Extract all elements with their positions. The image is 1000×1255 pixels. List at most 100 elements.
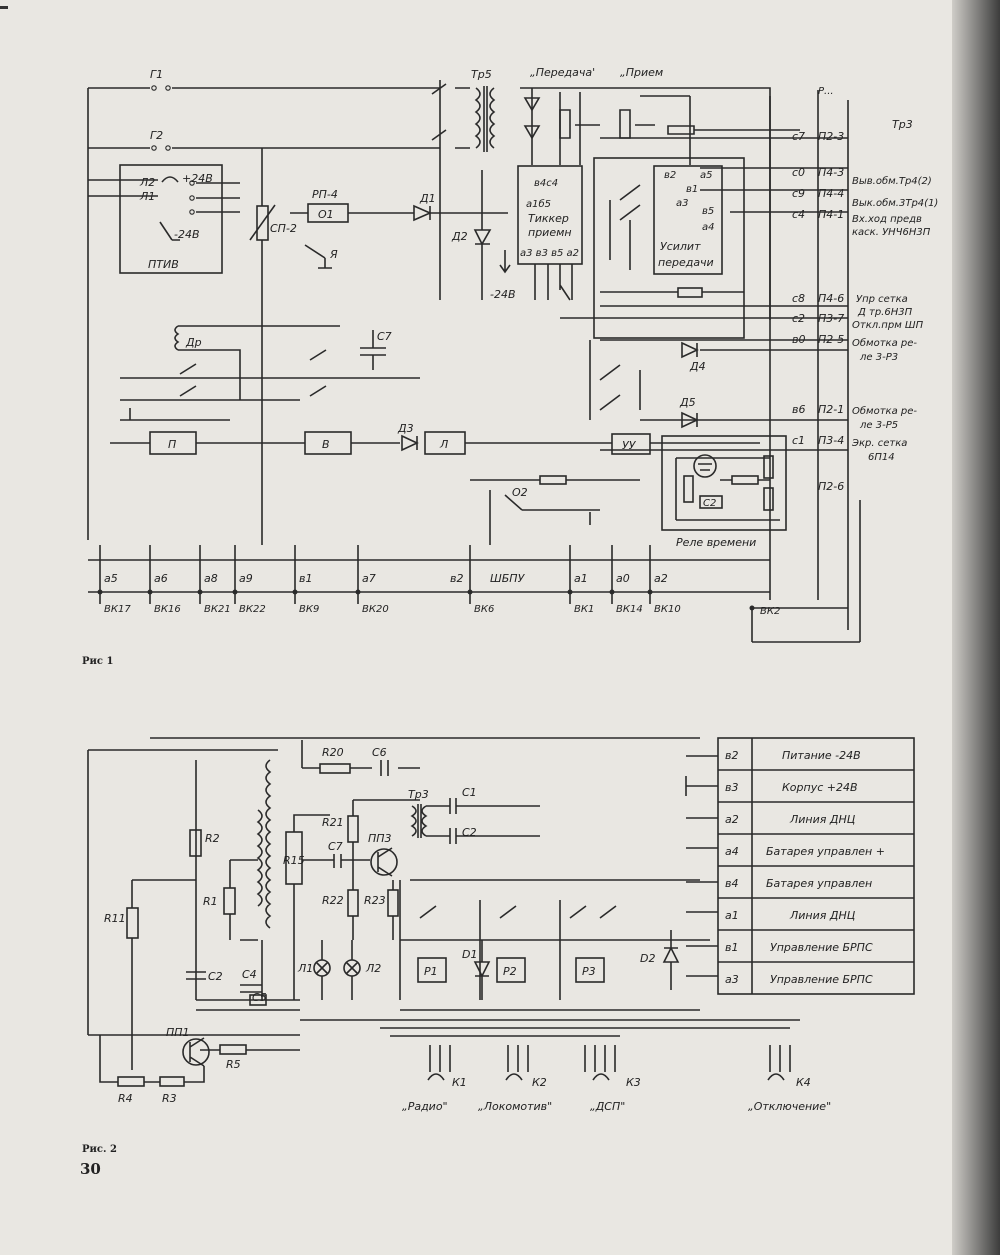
right-term-row: с0 П4-3 Выв.обм.Тр4(2): [792, 166, 932, 187]
svg-text:с0: с0: [792, 166, 805, 179]
svg-text:R1: R1: [203, 895, 218, 908]
svg-text:в2: в2: [450, 572, 463, 585]
svg-text:в1: в1: [299, 572, 312, 585]
svg-text:Тиккер: Тиккер: [528, 212, 569, 225]
svg-text:С4: С4: [242, 968, 257, 981]
svg-text:в5: в5: [702, 206, 714, 217]
svg-text:в2: в2: [725, 749, 738, 762]
svg-text:а1: а1: [725, 909, 739, 922]
svg-text:Л2: Л2: [139, 176, 155, 189]
svg-text:К4: К4: [796, 1076, 811, 1089]
svg-text:ВК16: ВК16: [154, 604, 181, 615]
svg-text:П3-4: П3-4: [818, 434, 844, 447]
fig2-caption: Рис. 2: [82, 1144, 117, 1155]
svg-text:а3: а3: [725, 973, 739, 986]
svg-text:К3: К3: [626, 1076, 641, 1089]
right-term-row: Р...: [818, 86, 834, 97]
svg-text:а1б5: а1б5: [526, 198, 551, 210]
svg-text:а5: а5: [700, 170, 713, 181]
svg-text:Л1: Л1: [297, 962, 313, 975]
svg-text:Д4: Д4: [689, 360, 706, 373]
svg-text:в3: в3: [725, 781, 738, 794]
page-number: 30: [80, 1160, 101, 1178]
svg-text:ПП1: ПП1: [166, 1026, 190, 1039]
svg-text:К1: К1: [452, 1076, 467, 1089]
svg-text:С7: С7: [377, 330, 392, 343]
table-row: в2 Питание -24В: [725, 749, 861, 762]
svg-text:Тр5: Тр5: [471, 68, 492, 81]
svg-text:Д5: Д5: [679, 396, 696, 409]
svg-text:в2: в2: [664, 170, 676, 181]
svg-text:а3 в3 в5 а2: а3 в3 в5 а2: [520, 248, 579, 259]
mode-rx-label: „Прием: [620, 66, 663, 79]
svg-text:Управление БРПС: Управление БРПС: [770, 973, 873, 986]
ticker-receiver-block: в4с4 а1б5 Тиккер приемн а3 в3 в5 а2: [517, 165, 583, 301]
svg-text:R20: R20: [322, 746, 344, 759]
key-k4: К4 „Отключение": [748, 1045, 831, 1113]
svg-text:ВК10: ВК10: [654, 604, 681, 615]
mode-tx-label: „Передача': [530, 66, 595, 79]
svg-text:а4: а4: [725, 845, 739, 858]
svg-text:приемн: приемн: [528, 226, 572, 239]
svg-text:Д3: Д3: [397, 422, 414, 435]
right-term-row: ле 3-Р5: [859, 420, 898, 431]
bus-pin-labels: а5 а6 а8 а9 в1 а7 в2 а1 а0 а2 ШБПУ: [104, 572, 668, 585]
svg-text:ВК21: ВК21: [204, 604, 231, 615]
timer-relay-block: С2 Реле времени: [661, 435, 787, 549]
svg-text:Вх.ход предв: Вх.ход предв: [852, 214, 922, 225]
svg-text:О1: О1: [318, 208, 334, 221]
right-term-row: в0 П2-5 Обмотка ре-: [792, 333, 917, 349]
svg-text:Управление БРПС: Управление БРПС: [770, 941, 873, 954]
svg-text:R22: R22: [322, 894, 344, 907]
vk-labels: ВК17 ВК16 ВК21 ВК22 ВК9 ВК20 ВК6 ВК1 ВК1…: [104, 604, 780, 617]
svg-text:с7: с7: [792, 130, 805, 143]
table-row: в3 Корпус +24В: [725, 781, 858, 794]
svg-text:Обмотка ре-: Обмотка ре-: [852, 405, 917, 417]
svg-text:Упр сетка: Упр сетка: [856, 294, 908, 305]
svg-text:К2: К2: [532, 1076, 547, 1089]
svg-text:Я: Я: [329, 248, 338, 261]
svg-text:а2: а2: [725, 813, 739, 826]
svg-text:в6: в6: [792, 403, 805, 416]
svg-text:ВК9: ВК9: [299, 604, 319, 615]
svg-text:а5: а5: [104, 572, 118, 585]
svg-text:а3: а3: [676, 198, 689, 209]
right-terminal-list: Р... с7 П2-3 Тр3 с0 П4-3 Выв.обм.Тр4(2) …: [792, 86, 938, 493]
svg-text:ПТИВ: ПТИВ: [148, 258, 179, 271]
svg-text:„Отключение": „Отключение": [748, 1100, 831, 1113]
svg-text:РП-4: РП-4: [312, 188, 338, 201]
svg-text:Л2: Л2: [365, 962, 381, 975]
key-k1: К1 „Радио": [402, 1045, 467, 1113]
svg-text:Откл.прм ШП: Откл.прм ШП: [852, 320, 924, 331]
transistor-pp3: ПП3: [368, 832, 398, 877]
relay-p2: [496, 957, 526, 983]
svg-text:Р...: Р...: [818, 86, 834, 97]
capacitor-c7: С7: [360, 330, 392, 370]
svg-text:а9: а9: [239, 572, 253, 585]
transformer-tr3: Тр3: [408, 788, 429, 838]
relay-p1: [417, 957, 447, 983]
switch-g2-label: Г2: [150, 129, 163, 142]
svg-text:С5: С5: [252, 991, 267, 1004]
svg-text:Л: Л: [439, 438, 448, 451]
right-term-row: с1 П3-4 Экр. сетка: [792, 434, 907, 449]
svg-text:Линия ДНЦ: Линия ДНЦ: [789, 813, 856, 826]
svg-text:6П14: 6П14: [868, 452, 895, 463]
svg-text:Д1: Д1: [419, 192, 436, 205]
svg-text:с1: с1: [792, 434, 805, 447]
resistor-r11: [126, 907, 139, 939]
ptiv-block: Л2 Л1 +24В -24В ПТИВ: [88, 164, 240, 274]
svg-text:R15: R15: [283, 854, 305, 867]
key-k3: К3 „ДСП": [584, 1045, 641, 1113]
page-edge-shadow: [952, 0, 1000, 1255]
svg-text:ПП3: ПП3: [368, 832, 392, 845]
svg-text:в1: в1: [725, 941, 738, 954]
table-row: а3 Управление БРПС: [725, 973, 873, 986]
svg-text:D2: D2: [640, 952, 655, 965]
svg-text:R21: R21: [322, 816, 344, 829]
right-term-row: с7 П2-3 Тр3: [792, 118, 913, 143]
svg-text:Р3: Р3: [582, 965, 596, 978]
figure-2: R20 С6 R2 R1 R11 С2 С4 С5 R15 R21 R22: [80, 737, 915, 1178]
svg-text:ВК1: ВК1: [574, 604, 594, 615]
